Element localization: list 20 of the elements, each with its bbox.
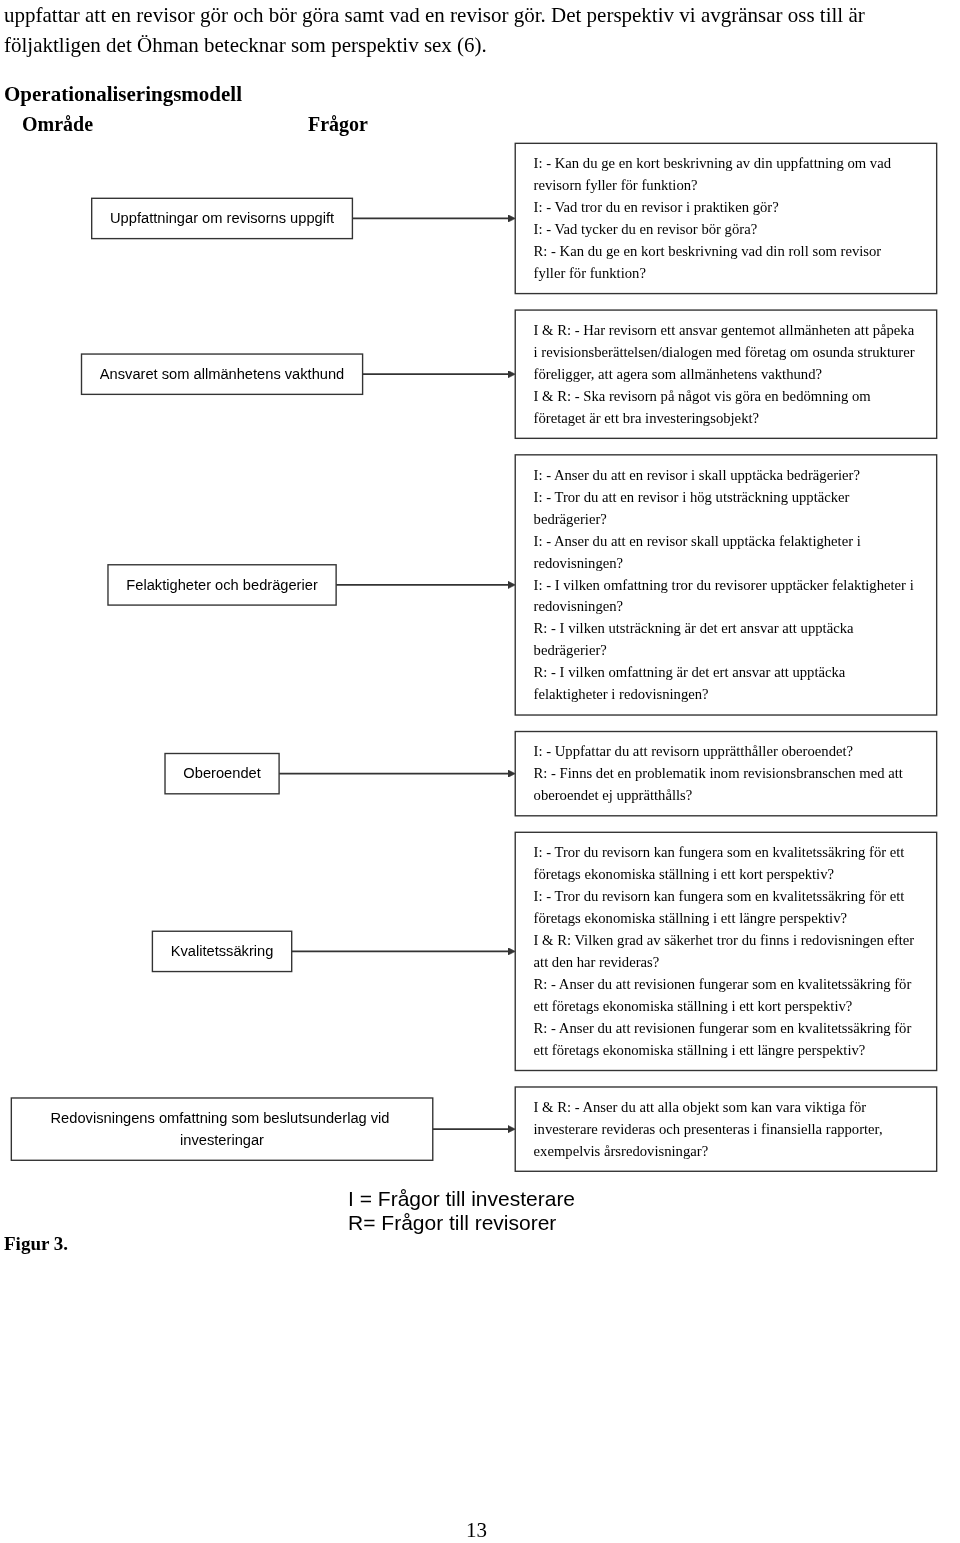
node-box: I & R: - Har revisorn ett ansvar gentemot allmänheten att påpeka i revisionsberättelsen/dialogen med företag om osunda strukturer föreligger, att agera som allmänhetens vakthund? I & R: - Ska revisorn på något vis göra en bedömning om företaget är ett bra investeringsobjekt? — [514, 309, 938, 440]
figure-title: Operationaliseringsmodell — [4, 82, 242, 107]
node-box: I: - Anser du att en revisor i skall upptäcka bedrägerier? I: - Tror du att en revisor i hög utsträckning upptäcker bedrägerier? I: - Anser du att en revisor skall upptäcka felaktigheter i redovisningen? I: - I vilken omfattning tror du revisorer upptäcker felaktigheter i redovisningen? R: - I vilken utsträckning är det ert ansvar att upptäcka bedrägerier? R: - I vilken omfattning är det ert ansvar att upptäcka felaktigheter i redovisningen? — [514, 454, 938, 716]
node-box: I: - Uppfattar du att revisorn upprätthåller oberoendet? R: - Finns det en problematik inom revisionsbranschen med att oberoendet ej upprätthålls? — [514, 730, 938, 817]
node-box: Oberoendet — [164, 752, 280, 795]
key-note: I = Frågor till investerare — [348, 1186, 576, 1211]
node-box: Kvalitetssäkring — [151, 930, 293, 973]
body-paragraph: uppfattar att en revisor gör och bör göra samt vad en revisor gör. Det perspektiv vi avgränsar oss till är följaktligen det Öhman betecknar som perspektiv sex (6). — [4, 2, 866, 59]
column-heading: Område — [22, 113, 95, 136]
node-box: I: - Kan du ge en kort beskrivning av din uppfattning om vad revisorn fyller för funktion? I: - Vad tror du en revisor i praktiken gör? I: - Vad tycker du en revisor bör göra? R: - Kan du ge en kort beskrivning vad din roll som revisor fyller för funktion? — [514, 142, 938, 295]
node-box: Redovisningens omfattning som beslutsunderlag vid investeringar — [10, 1097, 434, 1161]
node-box: Ansvaret som allmänhetens vakthund — [80, 353, 364, 396]
node-box: I: - Tror du revisorn kan fungera som en kvalitetssäkring för ett företags ekonomiska ställning i ett kort perspektiv? I: - Tror du revisorn kan fungera som en kvalitetssäkring för ett företags ekonomiska ställning i ett längre perspektiv? I & R: Vilken grad av säkerhet tror du finns i redovisningen efter att den har revideras? R: - Anser du att revisionen fungerar som en kvalitetssäkring för ett företags ekonomiska ställning i ett kort perspektiv? R: - Anser du att revisionen fungerar som en kvalitetssäkring för ett företags ekonomiska ställning i ett längre perspektiv? — [514, 831, 938, 1072]
page-number: 13 — [466, 1518, 487, 1543]
column-heading: Frågor — [308, 113, 368, 136]
node-box: Felaktigheter och bedrägerier — [107, 564, 337, 606]
node-box: Uppfattningar om revisorns uppgift — [91, 197, 354, 240]
key-note: R= Frågor till revisorer — [348, 1210, 558, 1235]
node-box: I & R: - Anser du att alla objekt som kan vara viktiga för investerare revideras och presenteras i finansiella rapporter, exempelvis årsredovisningar? — [514, 1086, 938, 1172]
figure-caption: Figur 3. — [4, 1232, 69, 1255]
